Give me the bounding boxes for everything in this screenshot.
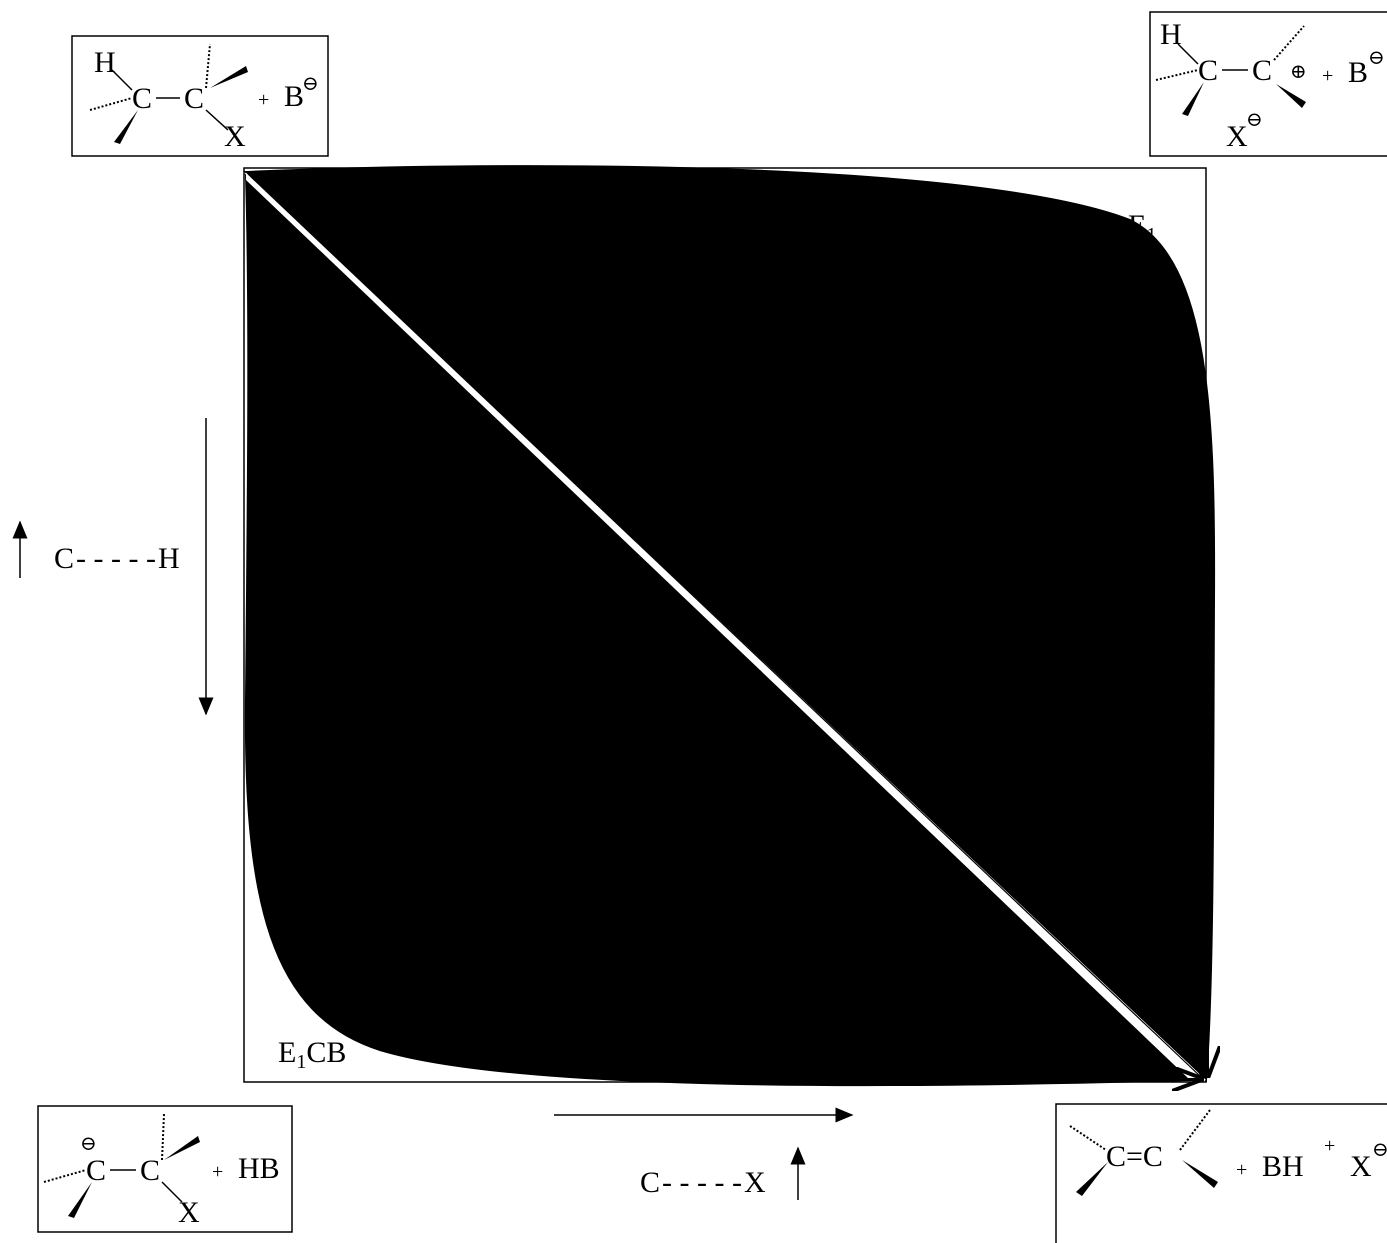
e1cb-label: E1CB (278, 1036, 346, 1073)
svg-text:+: + (212, 1161, 223, 1183)
svg-text:⊖: ⊖ (302, 73, 319, 95)
carbocation-structure-box: H C C ⊕ + B ⊖ X ⊖ (1149, 11, 1387, 157)
svg-text:HB: HB (238, 1152, 280, 1185)
svg-text:+: + (1324, 1135, 1335, 1157)
svg-text:X: X (224, 120, 246, 153)
svg-text:C: C (184, 82, 204, 115)
svg-text:X: X (178, 1196, 200, 1229)
svg-text:⊖: ⊖ (1372, 1139, 1387, 1161)
svg-text:H: H (94, 46, 116, 79)
svg-text:C: C (86, 1154, 106, 1187)
svg-text:B: B (284, 80, 304, 113)
svg-text:BH: BH (1262, 1150, 1304, 1183)
svg-text:C: C (1252, 54, 1272, 87)
svg-text:⊕: ⊕ (1290, 61, 1307, 83)
ch-axis-label: C- - - - -H (54, 542, 180, 575)
carbanion-structure-box: ⊖ C C X + HB (37, 1105, 293, 1233)
svg-text:B: B (1348, 56, 1368, 89)
svg-text:C: C (140, 1154, 160, 1187)
svg-text:⊖: ⊖ (80, 1133, 97, 1155)
cx-axis-label: C- - - - -X (640, 1166, 766, 1199)
svg-text:+: + (258, 89, 269, 111)
svg-text:C=C: C=C (1106, 1140, 1163, 1173)
svg-text:⊖: ⊖ (1246, 109, 1263, 131)
svg-text:X: X (1226, 120, 1248, 153)
e1-label: E1 (1128, 209, 1156, 246)
svg-text:+: + (1322, 65, 1333, 87)
arrow-to-products (245, 171, 1206, 1079)
svg-text:C: C (132, 82, 152, 115)
svg-text:+: + (1236, 1159, 1247, 1181)
svg-text:H: H (1160, 18, 1182, 51)
upper-reaction-surface-region (243, 165, 1216, 1083)
reactant-structure-box: H C C X + B ⊖ (71, 35, 329, 157)
alkene-product-box: C=C + BH + X ⊖ (1055, 1103, 1387, 1243)
svg-text:X: X (1350, 1150, 1372, 1183)
svg-text:⊖: ⊖ (1368, 47, 1385, 69)
svg-text:C: C (1198, 54, 1218, 87)
